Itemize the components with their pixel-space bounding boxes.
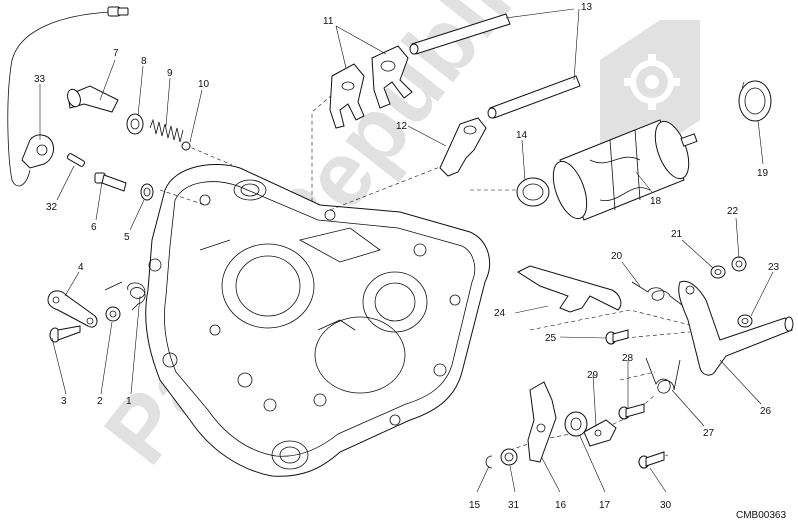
label-26: 26 xyxy=(760,406,772,417)
part-7-plug xyxy=(67,85,119,113)
part-17-washer xyxy=(564,411,588,437)
part-21-washer xyxy=(710,265,726,279)
part-29-plate xyxy=(583,419,617,447)
label-8: 8 xyxy=(141,56,147,67)
label-15: 15 xyxy=(469,500,481,511)
part-20-spring xyxy=(631,281,687,309)
part-26-shift-shaft xyxy=(678,280,794,376)
part-30-screw xyxy=(638,451,665,469)
part-23-bush xyxy=(737,314,753,328)
label-20: 20 xyxy=(611,251,623,262)
part-24-bracket xyxy=(516,265,622,313)
label-17: 17 xyxy=(599,500,611,511)
label-9: 9 xyxy=(167,68,173,79)
label-6: 6 xyxy=(91,222,97,233)
drawing-code: CMB00363 xyxy=(736,510,786,521)
part-19-seal xyxy=(738,80,772,122)
gear-icon xyxy=(600,20,700,160)
label-5: 5 xyxy=(124,232,130,243)
callout-labels: 33 7 8 9 10 32 6 5 4 3 2 1 11 13 12 14 1… xyxy=(34,2,780,511)
part-22-circlip xyxy=(731,256,747,272)
label-23: 23 xyxy=(768,262,780,273)
crankcase-half xyxy=(145,163,491,477)
label-27: 27 xyxy=(703,428,715,439)
label-14: 14 xyxy=(516,130,528,141)
part-16-selector-plate xyxy=(527,381,557,463)
label-32: 32 xyxy=(46,202,58,213)
part-27-spring xyxy=(645,357,681,394)
label-29: 29 xyxy=(587,370,599,381)
label-7: 7 xyxy=(113,48,119,59)
part-8-washer xyxy=(126,113,144,135)
label-18: 18 xyxy=(650,196,662,207)
part-11-shift-forks xyxy=(329,45,413,129)
label-25: 25 xyxy=(545,333,557,344)
label-11: 11 xyxy=(323,16,334,27)
part-3-screw xyxy=(49,325,81,343)
label-1: 1 xyxy=(126,396,132,407)
part-9-spring xyxy=(149,118,184,143)
part-2-washer xyxy=(105,306,121,322)
label-30: 30 xyxy=(660,500,672,511)
part-13-rods xyxy=(409,13,581,119)
label-21: 21 xyxy=(671,229,683,240)
label-16: 16 xyxy=(555,500,567,511)
part-18-shift-drum xyxy=(552,119,698,221)
label-19: 19 xyxy=(757,168,769,179)
label-10: 10 xyxy=(198,79,210,90)
part-1-spring xyxy=(104,281,146,311)
label-2: 2 xyxy=(97,396,103,407)
label-31: 31 xyxy=(508,500,520,511)
part-28-screw xyxy=(618,403,645,420)
part-32-pin xyxy=(66,153,86,167)
part-4-lever xyxy=(47,290,98,328)
part-10-ball xyxy=(181,141,191,151)
label-24: 24 xyxy=(494,308,506,319)
part-5-washer xyxy=(140,183,154,201)
label-33: 33 xyxy=(34,74,46,85)
part-12-fork xyxy=(439,117,487,177)
part-6-screw xyxy=(94,172,127,192)
leader-lines xyxy=(39,8,774,493)
label-12: 12 xyxy=(396,121,408,132)
label-22: 22 xyxy=(727,206,739,217)
part-14-washer xyxy=(516,177,550,207)
part-25-screw xyxy=(605,329,629,345)
label-28: 28 xyxy=(622,353,634,364)
label-3: 3 xyxy=(61,396,67,407)
label-13: 13 xyxy=(581,2,593,13)
part-15-circlip xyxy=(485,455,493,469)
part-31-washer xyxy=(500,448,518,466)
label-4: 4 xyxy=(78,262,84,273)
part-33-sensor xyxy=(7,6,129,187)
